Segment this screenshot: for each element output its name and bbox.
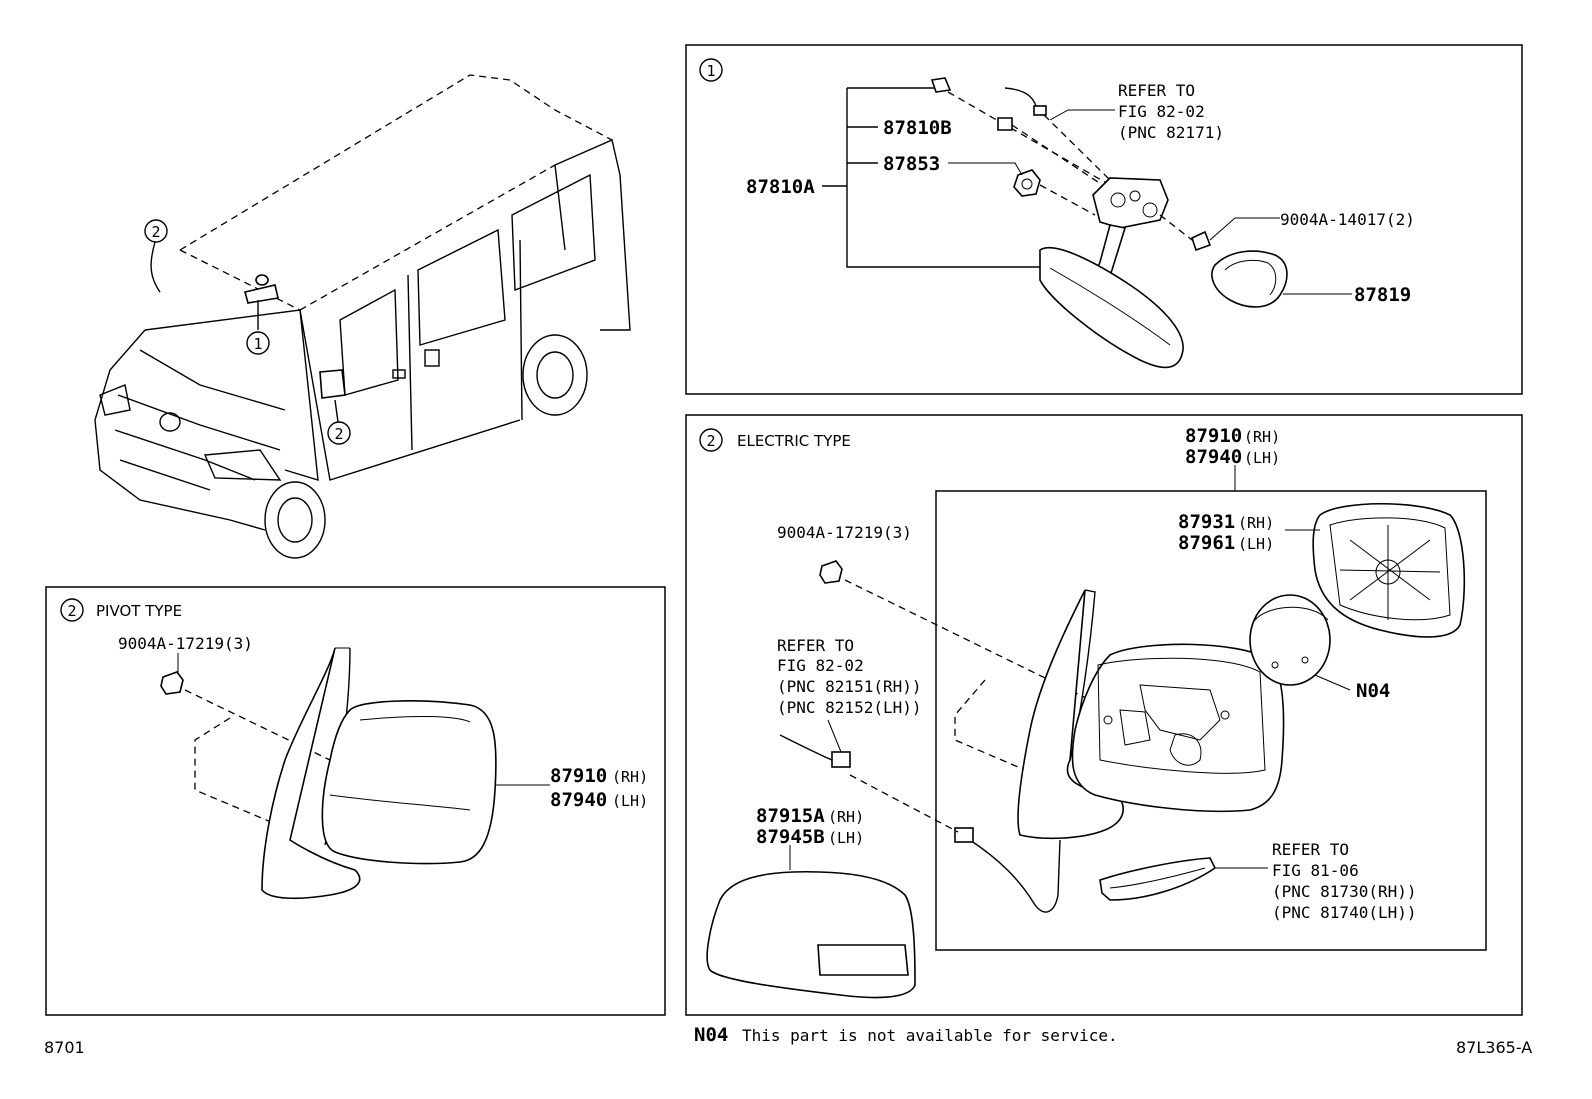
- lamp-ref-line-4: (PNC 81740(LH)): [1272, 903, 1417, 922]
- overview-callout-2-right: 2: [327, 421, 351, 445]
- electric-label-87940-lh: (LH): [1244, 449, 1280, 467]
- page-code-left: 8701: [44, 1038, 85, 1057]
- label-87810a: 87810A: [746, 176, 815, 198]
- electric-label-87910: 87910: [1185, 425, 1242, 447]
- pivot-label-nut: 9004A-17219(3): [118, 634, 253, 653]
- panel-electric-labels: 87910 (RH) 87940 (LH) 87931 (RH) 87961 (…: [756, 425, 1417, 922]
- label-87819: 87819: [1354, 284, 1411, 306]
- panel-electric-marker: 2: [699, 428, 723, 452]
- panel-1-labels: 87810A 87810B 87853 REFER TO FIG 82-02 (…: [746, 81, 1415, 306]
- pivot-label-lh: (LH): [612, 792, 648, 810]
- electric-label-nut: 9004A-17219(3): [777, 523, 912, 542]
- svg-text:1: 1: [706, 62, 715, 80]
- pivot-mirror-illustration: [160, 647, 550, 900]
- lamp-ref-line-3: (PNC 81730(RH)): [1272, 882, 1417, 901]
- ref-line-3: (PNC 82171): [1118, 123, 1224, 142]
- ref-line-1: REFER TO: [1118, 81, 1195, 100]
- panel-inner-mirror-frame: [685, 44, 1523, 395]
- electric-label-87915a: 87915A: [756, 805, 825, 827]
- electric-label-87945b-lh: (LH): [828, 829, 864, 847]
- electric-label-87910-rh: (RH): [1244, 428, 1280, 446]
- inner-mirror-illustration: [822, 77, 1352, 369]
- electric-title: ELECTRIC TYPE: [737, 432, 851, 450]
- electric-label-87961-lh: (LH): [1238, 535, 1274, 553]
- note-code: N04: [694, 1024, 728, 1046]
- label-87853: 87853: [883, 153, 940, 175]
- pivot-label-87940: 87940: [550, 789, 607, 811]
- overview-callout-1: 1: [246, 331, 270, 355]
- label-87810b: 87810B: [883, 117, 952, 139]
- electric-label-87945b: 87945B: [756, 826, 825, 848]
- svg-text:1: 1: [253, 335, 262, 353]
- electric-label-87915a-rh: (RH): [828, 808, 864, 826]
- electric-mirror-illustration: [706, 465, 1466, 999]
- lamp-ref-line-2: FIG 81-06: [1272, 861, 1359, 880]
- ref-line-2: FIG 82-02: [1118, 102, 1205, 121]
- svg-text:2: 2: [334, 425, 343, 443]
- wire-ref-line-3: (PNC 82151(RH)): [777, 677, 922, 696]
- wire-ref-line-4: (PNC 82152(LH)): [777, 698, 922, 717]
- wire-ref-line-2: FIG 82-02: [777, 656, 864, 675]
- electric-label-87961: 87961: [1178, 532, 1235, 554]
- panel-1-marker: 1: [699, 58, 723, 82]
- panel-pivot-frame: [45, 586, 666, 1016]
- electric-label-87940: 87940: [1185, 446, 1242, 468]
- van-overview-illustration: [94, 74, 631, 559]
- svg-text:2: 2: [67, 602, 76, 620]
- svg-text:2: 2: [151, 223, 160, 241]
- panel-pivot-labels: 9004A-17219(3) 87910 (RH) 87940 (LH): [118, 634, 648, 811]
- lamp-ref-line-1: REFER TO: [1272, 840, 1349, 859]
- pivot-label-rh: (RH): [612, 768, 648, 786]
- wire-ref-line-1: REFER TO: [777, 636, 854, 655]
- electric-label-87931-rh: (RH): [1238, 514, 1274, 532]
- panel-pivot-marker: 2: [60, 598, 84, 622]
- page-code-right: 87L365-A: [1456, 1038, 1532, 1057]
- panel-electric-frame: [685, 414, 1523, 1016]
- label-screw-14017: 9004A-14017(2): [1280, 210, 1415, 229]
- electric-label-87931: 87931: [1178, 511, 1235, 533]
- svg-text:2: 2: [706, 432, 715, 450]
- note-text: This part is not available for service.: [742, 1026, 1118, 1045]
- electric-assembly-subframe: [935, 490, 1487, 951]
- pivot-title: PIVOT TYPE: [96, 602, 182, 620]
- electric-label-n04: N04: [1356, 680, 1390, 702]
- overview-callout-2-left: 2: [144, 219, 168, 243]
- pivot-label-87910: 87910: [550, 765, 607, 787]
